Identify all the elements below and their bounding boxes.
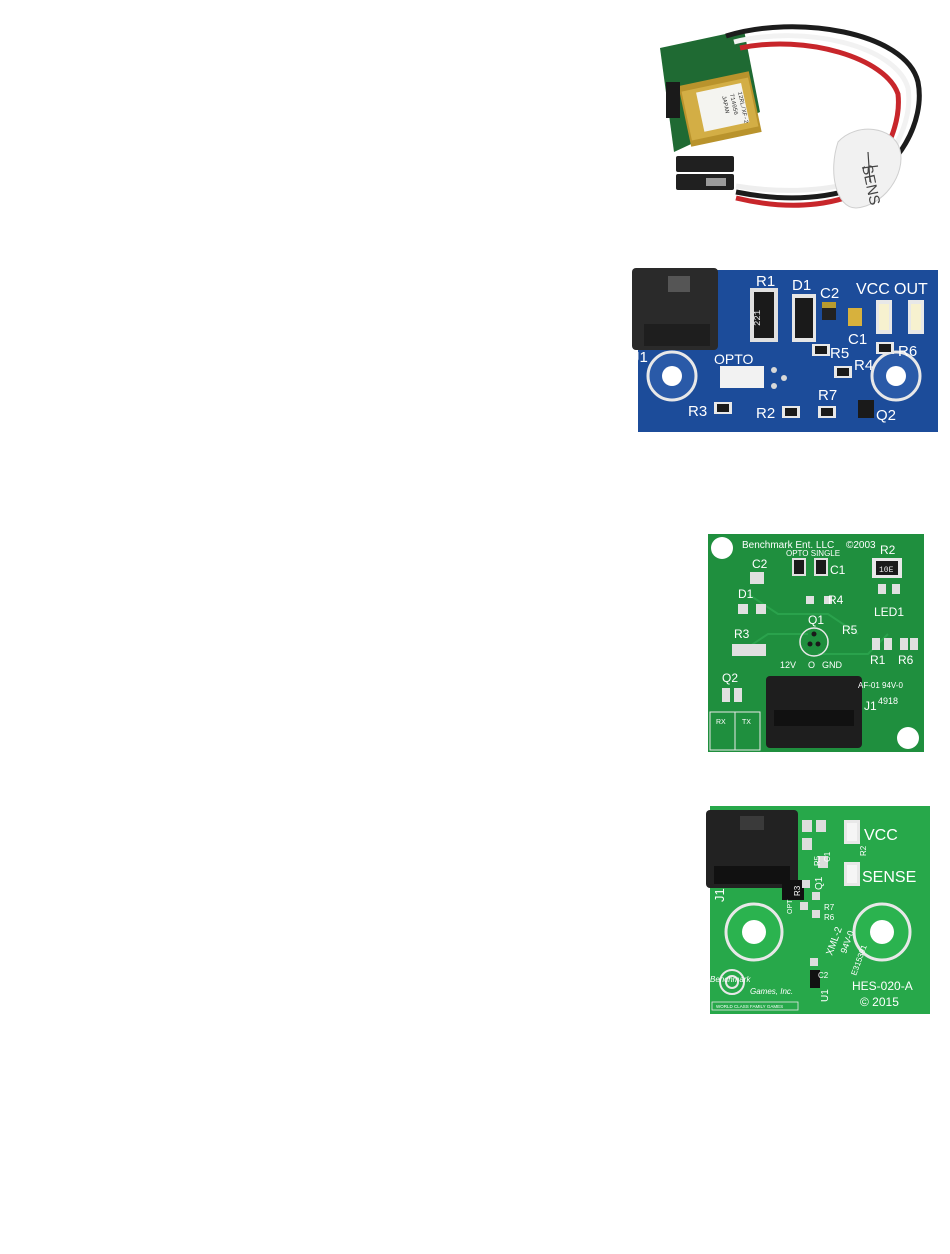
label-q2: Q2 xyxy=(722,671,738,685)
label-d1: D1 xyxy=(738,587,754,601)
label-r7: R7 xyxy=(818,387,837,404)
hes-board-photo: VCC SENSE R2 R5 C1 Q1 R3 OPT R7 R6 J1 C2… xyxy=(706,806,930,1014)
label-r6: R6 xyxy=(824,913,835,922)
label-copyright: ©2003 xyxy=(846,540,876,551)
coin-sensor-photo: 12RL/XF-2 714056 JAPAN SENS xyxy=(656,22,938,214)
label-company: Benchmark Ent. LLC xyxy=(742,540,834,551)
label-j1: J1 xyxy=(632,349,648,366)
label-c1: C1 xyxy=(830,563,846,577)
label-c1: C1 xyxy=(823,851,832,862)
opto-single-board-illustration: 10E Benchmark Ent. LLC ©2003 OPTO SINGLE… xyxy=(708,534,924,752)
label-r7: R7 xyxy=(824,903,835,912)
label-u1: U1 xyxy=(820,989,831,1002)
opto-board-blue-photo: 221 R1 D1 C2 VCC OUT C1 R5 R xyxy=(632,266,938,432)
label-c2: C2 xyxy=(820,285,839,302)
label-r5: R5 xyxy=(842,623,858,637)
label-date-code: 4918 xyxy=(878,696,898,706)
label-board-name: OPTO SINGLE xyxy=(786,549,840,558)
label-led1: LED1 xyxy=(874,605,904,619)
logo-line-2: Games, Inc. xyxy=(750,987,793,996)
label-r2: R2 xyxy=(880,543,896,557)
label-r3: R3 xyxy=(688,403,707,420)
opto-single-board-photo: 10E Benchmark Ent. LLC ©2003 OPTO SINGLE… xyxy=(708,534,924,752)
logo-tagline: WORLD CLASS FAMILY GAMES xyxy=(716,1004,783,1009)
label-r3: R3 xyxy=(734,627,750,641)
label-part-number: HES-020-A xyxy=(852,979,913,993)
label-r2: R2 xyxy=(756,405,775,422)
label-c1: C1 xyxy=(848,331,867,348)
label-tx: TX xyxy=(742,719,751,726)
label-r4: R4 xyxy=(828,593,844,607)
label-r1: R1 xyxy=(756,273,775,290)
label-r2: R2 xyxy=(859,845,868,856)
label-opto: OPTO xyxy=(714,351,754,367)
label-rating: AF-01 94V-0 xyxy=(858,681,903,690)
r1-value: 221 xyxy=(753,310,763,326)
label-c2: C2 xyxy=(818,971,829,980)
label-j1: J1 xyxy=(864,699,877,713)
chip-label-2: 714056 xyxy=(728,93,739,116)
coin-sensor-illustration: 12RL/XF-2 714056 JAPAN SENS xyxy=(660,24,922,209)
hes-board-illustration: VCC SENSE R2 R5 C1 Q1 R3 OPT R7 R6 J1 C2… xyxy=(706,806,930,1014)
label-r1: R1 xyxy=(870,653,886,667)
label-r4: R4 xyxy=(854,357,873,374)
label-r6: R6 xyxy=(898,653,914,667)
opto-board-blue-illustration: 221 R1 D1 C2 VCC OUT C1 R5 R xyxy=(632,266,938,432)
label-pin-12v: 12V xyxy=(780,660,796,670)
label-d1: D1 xyxy=(792,277,811,294)
label-c2: C2 xyxy=(752,557,768,571)
label-r6: R6 xyxy=(898,343,917,360)
label-q1: Q1 xyxy=(814,876,825,890)
label-pin-gnd: GND xyxy=(822,660,843,670)
label-j1: J1 xyxy=(712,888,727,902)
label-opt: OPT xyxy=(787,899,794,914)
label-r5: R5 xyxy=(813,855,822,866)
chip-label-3: JAPAN xyxy=(720,95,731,114)
label-r3: R3 xyxy=(793,885,802,896)
logo-line-1: Benchmark xyxy=(710,975,751,984)
label-pin-o: O xyxy=(808,660,815,670)
label-out: OUT xyxy=(894,281,928,298)
label-sense: SENSE xyxy=(862,869,916,886)
label-q1: Q1 xyxy=(808,613,824,627)
label-vcc: VCC xyxy=(856,281,890,298)
label-vcc: VCC xyxy=(864,827,898,844)
label-rx: RX xyxy=(716,719,726,726)
label-copyright: © 2015 xyxy=(860,995,899,1009)
label-q2: Q2 xyxy=(876,407,896,424)
r2-value: 10E xyxy=(879,566,894,575)
label-r5: R5 xyxy=(830,345,849,362)
